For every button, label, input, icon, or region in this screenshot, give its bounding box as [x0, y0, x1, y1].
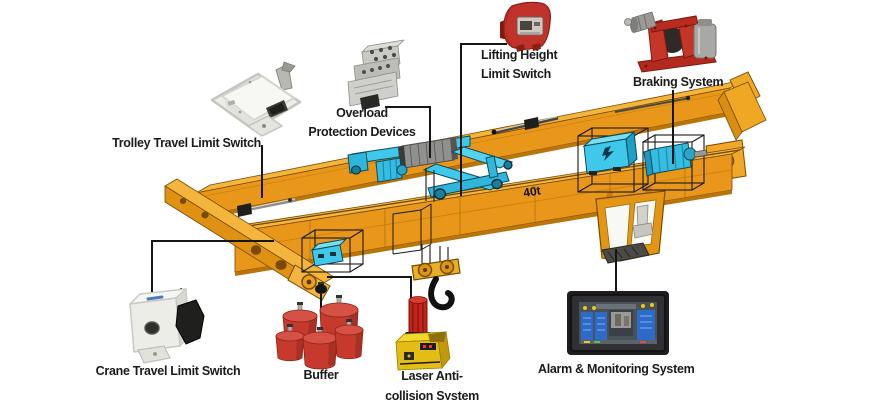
- label-laser-line1: Laser Anti-: [401, 369, 463, 383]
- label-trolley-travel-limit-switch: Trolley Travel Limit Switch: [112, 136, 261, 150]
- label-buffer: Buffer: [303, 368, 339, 382]
- label-laser-line2: collision System: [385, 389, 479, 400]
- label-lifting-height-limit-switch: Lifting Height Limit Switch: [481, 46, 558, 83]
- label-alarm-monitoring-system: Alarm & Monitoring System: [538, 362, 695, 376]
- label-braking-system: Braking System: [633, 75, 724, 89]
- label-laser-anti-collision: Laser Anti- collision System: [376, 366, 488, 400]
- brake-motor-highlight-box: [642, 134, 705, 191]
- callout-overload: [385, 106, 431, 158]
- hoist-highlight-box: [392, 203, 432, 255]
- label-lifting-line2: Limit Switch: [481, 66, 552, 81]
- electric-control-box: [582, 130, 638, 175]
- buffer-devices: [275, 295, 364, 370]
- trolley-hoist: [347, 135, 514, 200]
- callout-lifting-height: [460, 43, 507, 196]
- callout-laser: [327, 276, 412, 300]
- label-overload-protection: Overload Protection Devices: [298, 104, 426, 142]
- capacity-label: 40t: [522, 183, 541, 200]
- laser-anti-collision-device: [394, 296, 451, 371]
- crane-travel-limit-switch-device: [129, 287, 205, 364]
- braking-system-device: [624, 11, 717, 73]
- lifting-height-limit-switch-device: [500, 1, 551, 52]
- operator-cabin: [595, 187, 666, 264]
- callout-crane-travel: [151, 240, 274, 292]
- striker-rod: [237, 198, 297, 217]
- trolley-travel-limit-switch-device: [210, 61, 302, 137]
- hook-block: [411, 168, 461, 311]
- label-crane-travel-limit-switch: Crane Travel Limit Switch: [95, 364, 241, 378]
- label-overload-line2: Protection Devices: [308, 125, 416, 139]
- drive-shaft: [491, 95, 691, 135]
- left-end-truck: [164, 178, 335, 301]
- crane-hook-icon: [428, 276, 455, 311]
- callout-lines: [151, 43, 674, 310]
- travel-brake-motor: [643, 142, 708, 177]
- label-overload-line1: Overload: [336, 106, 388, 120]
- overload-protection-device: [347, 39, 405, 110]
- alarm-monitoring-device: [567, 291, 669, 355]
- label-lifting-line1: Lifting Height: [481, 48, 558, 62]
- lightning-icon: [602, 146, 614, 161]
- crane-travel-drive-unit: [310, 238, 348, 267]
